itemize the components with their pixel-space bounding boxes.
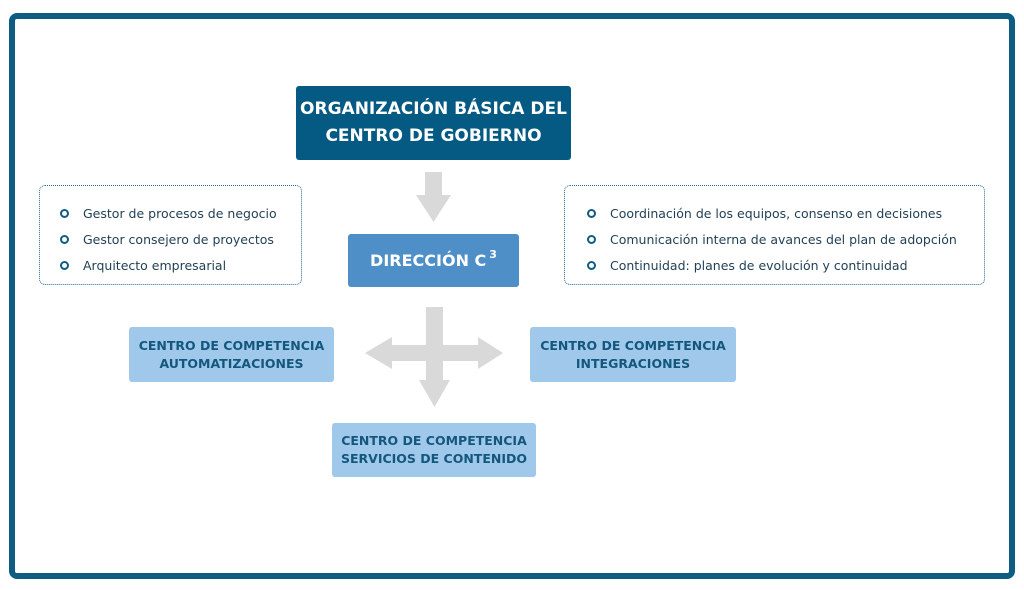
list-item: Arquitecto empresarial: [60, 252, 301, 278]
gobierno-center-box: ORGANIZACIÓN BÁSICA DEL CENTRO DE GOBIER…: [296, 86, 571, 160]
center-servicios-contenido: CENTRO DE COMPETENCIA SERVICIOS DE CONTE…: [332, 423, 536, 477]
center-line2: AUTOMATIZACIONES: [159, 355, 304, 371]
gobierno-title-line1: ORGANIZACIÓN BÁSICA DEL: [300, 99, 567, 119]
down-arrow: [416, 172, 451, 222]
direccion-superscript: 3: [489, 248, 497, 261]
direccion-label: DIRECCIÓN C: [370, 251, 487, 270]
list-item: Gestor de procesos de negocio: [60, 200, 301, 226]
center-integraciones: CENTRO DE COMPETENCIA INTEGRACIONES: [530, 327, 736, 382]
center-line1: CENTRO DE COMPETENCIA: [540, 337, 726, 353]
bullet-icon: [587, 208, 596, 218]
center-line2: SERVICIOS DE CONTENIDO: [340, 451, 527, 466]
left-roles-list: Gestor de procesos de negocio Gestor con…: [39, 185, 302, 285]
list-item: Comunicación interna de avances del plan…: [587, 226, 984, 252]
right-functions-list: Coordinación de los equipos, consenso en…: [564, 185, 985, 285]
bullet-icon: [60, 260, 69, 270]
center-automatizaciones: CENTRO DE COMPETENCIA AUTOMATIZACIONES: [129, 327, 334, 382]
list-item: Coordinación de los equipos, consenso en…: [587, 200, 984, 226]
center-line2: INTEGRACIONES: [575, 355, 691, 371]
bullet-icon: [587, 234, 596, 244]
gobierno-title-line2: CENTRO DE GOBIERNO: [325, 126, 542, 146]
bullet-icon: [60, 208, 69, 218]
bullet-icon: [60, 234, 69, 244]
bullet-icon: [587, 260, 596, 270]
list-item: Continuidad: planes de evolución y conti…: [587, 252, 984, 278]
list-item: Gestor consejero de proyectos: [60, 226, 301, 252]
center-line1: CENTRO DE COMPETENCIA: [341, 433, 527, 448]
center-line1: CENTRO DE COMPETENCIA: [138, 337, 325, 353]
cross-arrow: [365, 307, 503, 407]
